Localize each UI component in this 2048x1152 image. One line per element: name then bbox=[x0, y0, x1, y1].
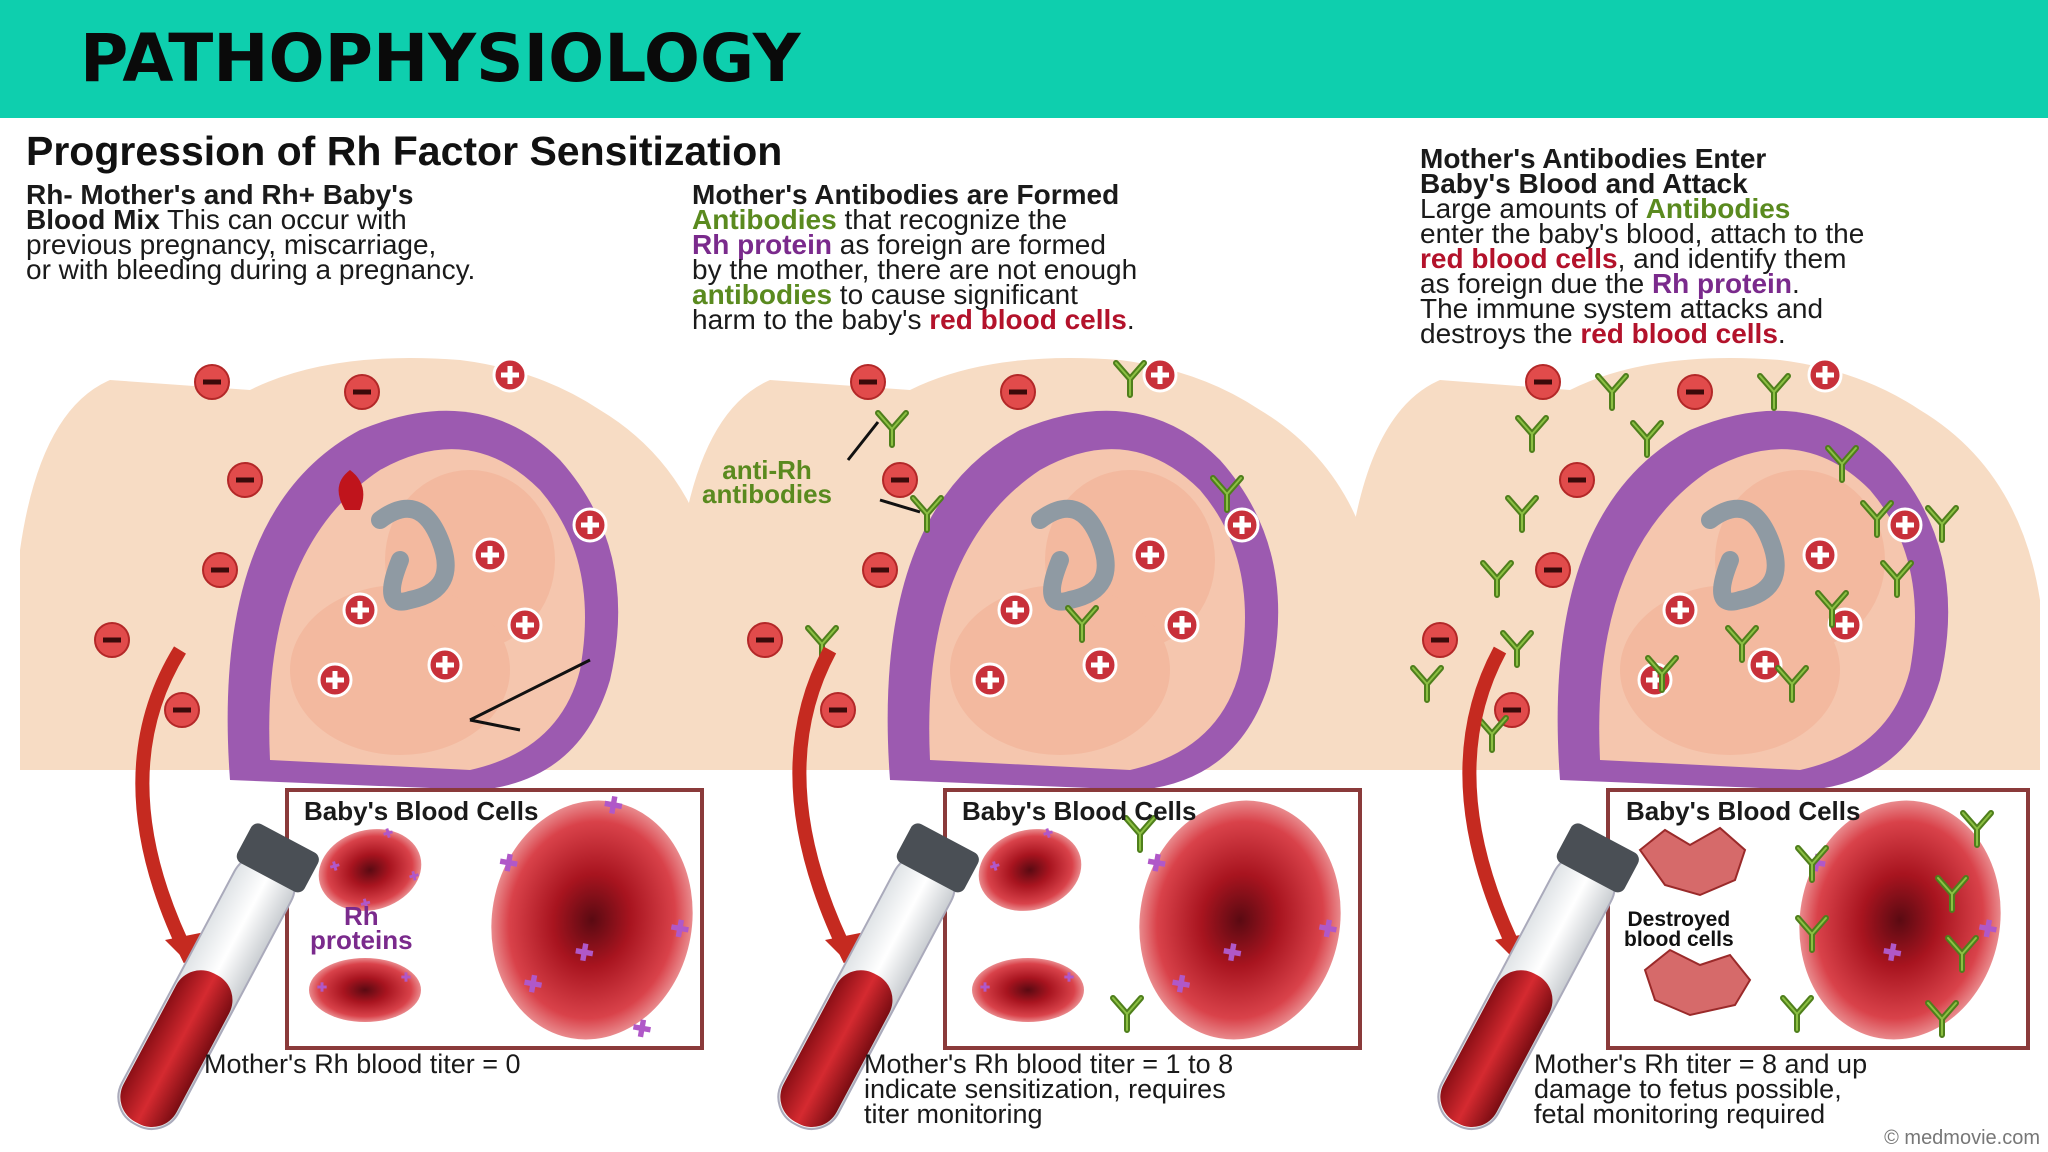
blood-cell bbox=[1139, 800, 1341, 1040]
panel-2-illustration bbox=[680, 357, 1380, 1131]
titer-line: fetal monitoring required bbox=[1534, 1099, 1826, 1129]
panel-3-text: enter the baby's blood, attach to the bbox=[1420, 218, 1865, 249]
panel-3-box-title: Baby's Blood Cells bbox=[1626, 796, 1861, 826]
panel-1-box-title: Baby's Blood Cells bbox=[304, 796, 539, 826]
destroyed-cell bbox=[1638, 826, 1752, 1017]
panel-1-text: This can occur with bbox=[159, 204, 407, 235]
panel-2-text: to cause significant bbox=[832, 279, 1078, 310]
diagram-title: Progression of Rh Factor Sensitization bbox=[26, 128, 783, 174]
term-antibodies: antibodies bbox=[692, 279, 833, 310]
term-antibodies: Antibodies bbox=[1645, 193, 1791, 224]
panel-2-titer: Mother's Rh blood titer = 1 to 8 indicat… bbox=[864, 1049, 1234, 1129]
panel-1-caption: Rh- Mother's and Rh+ Baby's Blood Mix Th… bbox=[26, 179, 476, 285]
panel-2-text: as foreign are formed bbox=[832, 229, 1106, 260]
term-red-blood-cells: red blood cells bbox=[1420, 243, 1618, 274]
term-red-blood-cells: red blood cells bbox=[1580, 318, 1778, 349]
panel-1-heading: Rh- Mother's and Rh+ Baby's bbox=[26, 179, 414, 210]
rh-proteins-label-line: proteins bbox=[310, 925, 413, 955]
rh-proteins-label: Rh proteins bbox=[310, 901, 413, 955]
panel-1-text: previous pregnancy, miscarriage, bbox=[26, 229, 437, 260]
anti-rh-label-line: anti-Rh bbox=[722, 455, 812, 485]
rh-proteins-label-line: Rh bbox=[343, 901, 379, 931]
panel-3-text: , and identify them bbox=[1617, 243, 1847, 274]
term-rh-protein: Rh protein bbox=[1651, 268, 1792, 299]
titer-line: Mother's Rh blood titer = 0 bbox=[204, 1049, 521, 1079]
blood-cell bbox=[318, 827, 422, 911]
blood-cell bbox=[972, 958, 1084, 1022]
destroyed-label-line: blood cells bbox=[1624, 928, 1734, 951]
panel-2-caption: Mother's Antibodies are Formed Antibodie… bbox=[692, 179, 1138, 335]
slide-title: PATHOPHYSIOLOGY bbox=[80, 20, 801, 97]
titer-line: Mother's Rh titer = 8 and up bbox=[1534, 1049, 1868, 1079]
panel-3-text: as foreign due the bbox=[1420, 268, 1652, 299]
title-banner: PATHOPHYSIOLOGY bbox=[0, 0, 2048, 118]
blood-cell bbox=[1799, 800, 2001, 1040]
titer-line: titer monitoring bbox=[864, 1099, 1043, 1129]
panel-3-caption: Mother's Antibodies Enter Baby's Blood a… bbox=[1420, 143, 1865, 349]
blood-cell bbox=[309, 958, 421, 1022]
panel-2-heading: Mother's Antibodies are Formed bbox=[692, 179, 1120, 210]
blood-cell bbox=[978, 827, 1082, 911]
panel-3-heading-2: Baby's Blood and Attack bbox=[1420, 168, 1748, 199]
panel-1-illustration bbox=[20, 357, 720, 1131]
blood-cell bbox=[491, 794, 693, 1040]
credit-text: © medmovie.com bbox=[1884, 1127, 2040, 1149]
panel-2-text: that recognize the bbox=[836, 204, 1068, 235]
panel-1-text: or with bleeding during a pregnancy. bbox=[26, 254, 476, 285]
panel-2-text: by the mother, there are not enough bbox=[692, 254, 1138, 285]
anti-rh-label-line: antibodies bbox=[702, 479, 833, 509]
panel-1-heading-2: Blood Mix bbox=[26, 204, 160, 235]
panel-3-text: Large amounts of bbox=[1420, 193, 1646, 224]
anti-rh-antibodies-label: anti-Rh antibodies bbox=[702, 455, 833, 509]
panel-3-heading: Mother's Antibodies Enter bbox=[1420, 143, 1767, 174]
titer-line: damage to fetus possible, bbox=[1534, 1074, 1842, 1104]
panel-3-titer: Mother's Rh titer = 8 and up damage to f… bbox=[1534, 1049, 1868, 1129]
panel-3-text: destroys the bbox=[1420, 318, 1581, 349]
destroyed-label-line: Destroyed bbox=[1627, 908, 1731, 931]
destroyed-cells-label: Destroyed blood cells bbox=[1624, 908, 1734, 951]
sensitization-illustration bbox=[20, 357, 2040, 1131]
term-antibodies: Antibodies bbox=[692, 204, 837, 235]
panel-3-text: . bbox=[1791, 268, 1800, 299]
panel-3-illustration bbox=[1350, 357, 2040, 1131]
panel-1-titer: Mother's Rh blood titer = 0 bbox=[204, 1049, 521, 1079]
titer-line: Mother's Rh blood titer = 1 to 8 bbox=[864, 1049, 1234, 1079]
panel-3-text: The immune system attacks and bbox=[1420, 293, 1824, 324]
panel-2-text: harm to the baby's bbox=[692, 304, 930, 335]
titer-line: indicate sensitization, requires bbox=[864, 1074, 1226, 1104]
term-rh-protein: Rh protein bbox=[692, 229, 832, 260]
term-red-blood-cells: red blood cells bbox=[929, 304, 1127, 335]
panel-2-text: . bbox=[1126, 304, 1135, 335]
panel-3-text: . bbox=[1777, 318, 1786, 349]
panel-2-box-title: Baby's Blood Cells bbox=[962, 796, 1197, 826]
